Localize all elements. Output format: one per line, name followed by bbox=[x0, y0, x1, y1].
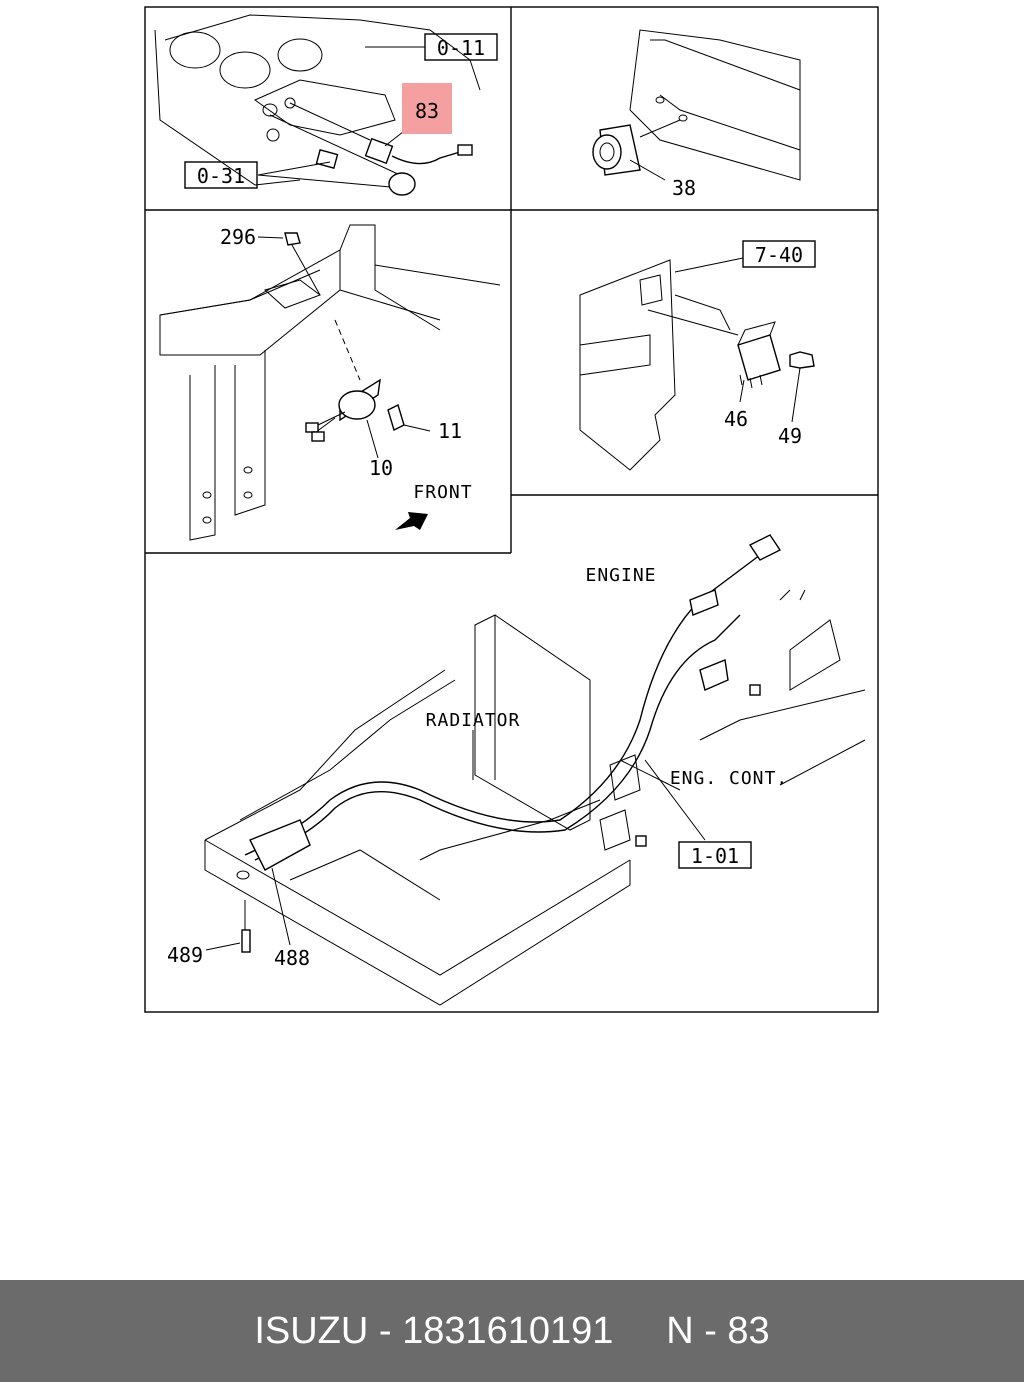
panel-5-chassis bbox=[204, 534, 866, 1006]
callout-83: 83 bbox=[415, 99, 439, 123]
callout-49: 49 bbox=[778, 424, 802, 448]
callout-7-40: 7-40 bbox=[755, 243, 803, 267]
callout-0-11: 0-11 bbox=[437, 36, 485, 60]
label-engine: ENGINE bbox=[585, 565, 656, 586]
panel-frames bbox=[144, 6, 879, 1013]
callout-0-31: 0-31 bbox=[197, 164, 245, 188]
footer-text: ISUZU - 1831610191 N - 83 bbox=[254, 1309, 770, 1352]
panel-3-frame bbox=[159, 224, 501, 541]
footer-bar: ISUZU - 1831610191 N - 83 bbox=[0, 1280, 1024, 1382]
callout-10: 10 bbox=[369, 456, 393, 480]
callout-488: 488 bbox=[274, 946, 310, 970]
callout-1-01: 1-01 bbox=[691, 844, 739, 868]
panel-1-engine-sensor bbox=[154, 14, 481, 196]
highlight-box-83 bbox=[402, 83, 452, 134]
callout-489: 489 bbox=[167, 943, 203, 967]
label-eng-cont: ENG. CONT. bbox=[670, 768, 788, 789]
label-front: FRONT bbox=[413, 482, 472, 503]
parts-diagram: 0-11 0-31 83 38 bbox=[144, 6, 879, 1013]
label-radiator: RADIATOR bbox=[426, 710, 521, 731]
callout-38: 38 bbox=[672, 176, 696, 200]
callout-296: 296 bbox=[220, 225, 256, 249]
panel-2-bracket bbox=[592, 29, 801, 181]
callout-11: 11 bbox=[438, 419, 462, 443]
callout-46: 46 bbox=[724, 407, 748, 431]
panel-4-relay bbox=[579, 257, 815, 471]
